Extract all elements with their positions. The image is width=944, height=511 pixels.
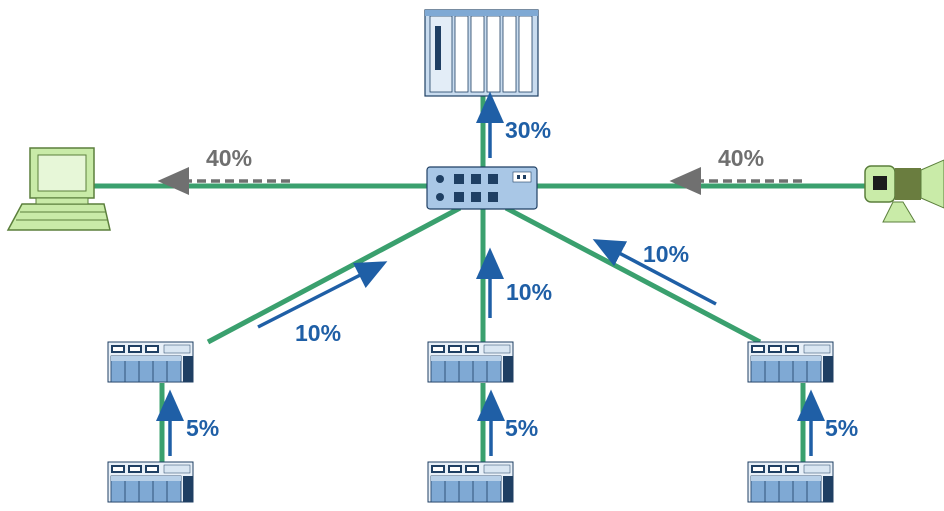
label-left-branch: 10% [295,320,341,346]
flow-arrows [156,91,825,456]
label-center-branch: 10% [506,279,552,305]
computer-icon [6,147,111,231]
label-to-pc: 40% [206,145,252,171]
link-switch-io-left [206,205,462,345]
label-center-lower: 5% [505,415,538,441]
io-module-icon [427,461,514,503]
label-from-camera: 40% [718,145,764,171]
arrow-right-branch [592,239,717,306]
controller-rack-icon [424,9,539,97]
io-module-icon [107,461,194,503]
label-right-lower: 5% [825,415,858,441]
camera-icon [864,159,944,223]
label-to-controller: 30% [505,117,551,143]
label-right-branch: 10% [643,241,689,267]
label-left-lower: 5% [186,415,219,441]
io-module-icon [107,341,194,383]
io-module-icon [427,341,514,383]
network-switch-icon [426,166,538,210]
io-module-icon [747,341,834,383]
flow-labels: 30% 40% 40% 10% 10% 10% 5% 5% 5% [186,117,858,441]
io-module-icon [747,461,834,503]
arrow-left-branch [257,261,388,329]
link-switch-io-right [504,205,762,345]
